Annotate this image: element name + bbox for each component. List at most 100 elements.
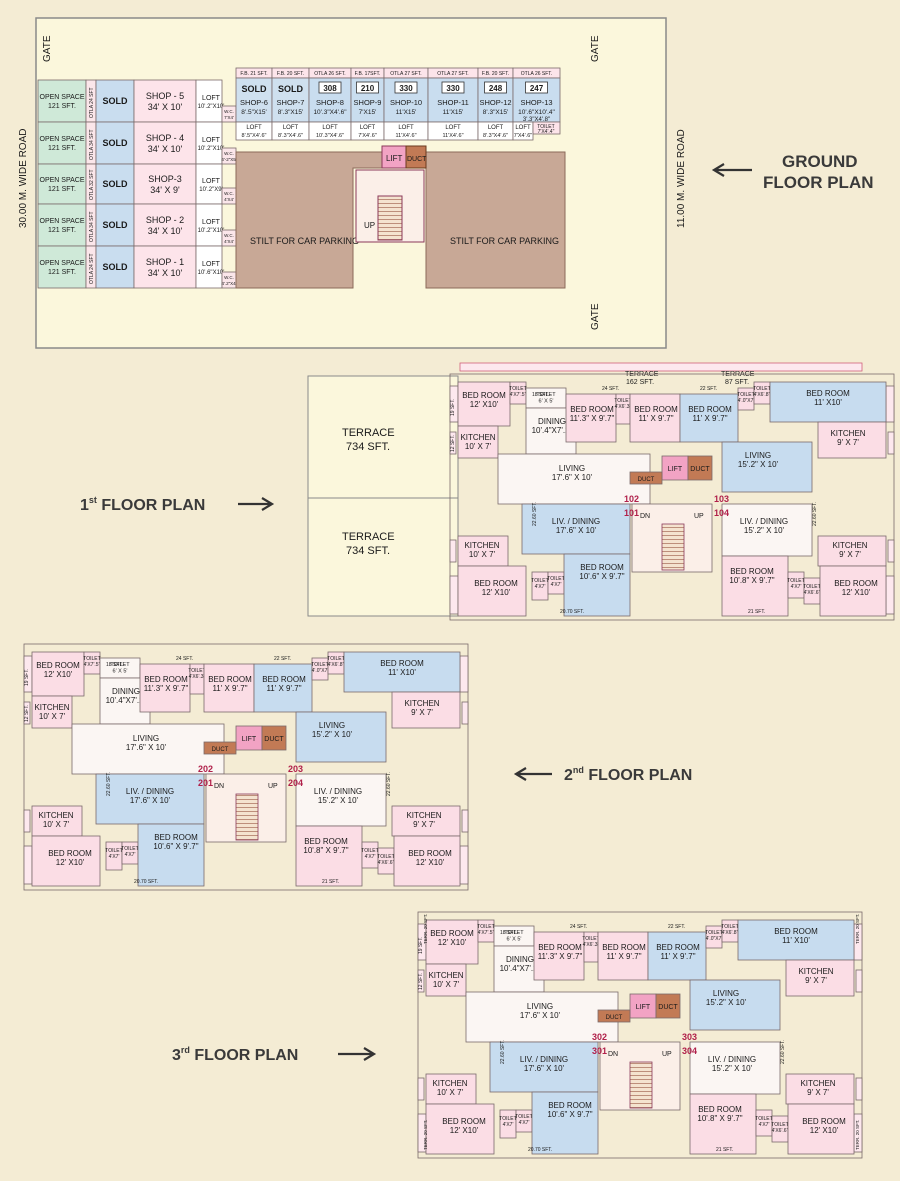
toilet-tr2-title: TOILET	[721, 924, 738, 930]
toilet-tr2-title: TOILET	[327, 656, 344, 662]
gate-label-se: GATE	[590, 303, 601, 330]
bedroom	[647, 931, 707, 981]
shop-name: SHOP-8	[316, 98, 344, 107]
shop-block	[133, 121, 197, 165]
loft-size: 8'.3"X4'.6"	[483, 133, 508, 139]
kitchen-tl-title: KITCHEN	[428, 971, 463, 980]
toilet-b-size: 4'X7'	[503, 1122, 514, 1128]
kitchen-br-title: KITCHEN	[406, 811, 441, 820]
loft-label: LOFT	[515, 125, 531, 131]
price-badge-label: 308	[323, 84, 337, 93]
kitchen-br-title: KITCHEN	[832, 541, 867, 550]
kitchen-br-size: 9' X 7'	[807, 1088, 829, 1097]
bedroom	[253, 663, 313, 713]
toilet-tl-size: 4'X7'.5"	[478, 930, 495, 936]
toilet-b2-title: TOILET	[515, 1114, 532, 1120]
bedroom-tm2-title: BED ROOM	[208, 675, 252, 684]
balcony-area: 24 SFT.	[570, 924, 587, 930]
bedroom-bm-title: BED ROOM	[154, 833, 198, 842]
price-badge	[356, 81, 379, 94]
kitchen-tr-title: KITCHEN	[830, 429, 865, 438]
balcony-area: 12 SFT.	[418, 973, 424, 990]
sold-badge: SOLD	[278, 84, 304, 94]
toilet-tm-title: TOILET	[582, 936, 599, 942]
bedroom-br-title: BED ROOM	[802, 1117, 846, 1126]
duct	[655, 993, 681, 1019]
shop-size: 34' X 10'	[148, 226, 183, 236]
terrace-area: TERR. 20 SFT.	[855, 914, 860, 944]
open-space-label: OPEN SPACE	[40, 94, 85, 101]
toilet-b2-size: 4'X7'	[551, 582, 562, 588]
living	[295, 711, 387, 763]
loft-block	[195, 245, 223, 289]
wc-label: W.C.	[224, 275, 234, 280]
bedroom	[679, 393, 739, 443]
sold-badge: SOLD	[102, 262, 128, 272]
balcony-area: 19 SFT.	[450, 399, 456, 416]
toilet-b3-size: 4'X7'	[365, 854, 376, 860]
sold-cell	[95, 163, 135, 205]
loft-size: 7'X4'.6"	[514, 133, 532, 139]
balcony-area: 19 SFT.	[24, 669, 30, 686]
unit-number: 103	[714, 494, 729, 504]
living-r-title: LIVING	[745, 451, 771, 460]
bedroom-tr-size: 11' X10'	[388, 668, 416, 677]
wc-size: 4'-2"X5'	[221, 157, 236, 162]
kitchen	[425, 1073, 477, 1105]
loft-label: LOFT	[360, 125, 376, 131]
living-r-size: 15'.2" X 10'	[738, 460, 779, 469]
dn-label: DN	[640, 513, 650, 520]
dining-size: 10'.4"X7'.2"	[106, 696, 147, 705]
bedroom-tl-title: BED ROOM	[430, 929, 474, 938]
bedroom-tm3-size: 11' X 9'.7"	[692, 414, 727, 423]
bedroom-tr-title: BED ROOM	[806, 389, 850, 398]
loft-label: LOFT	[202, 219, 221, 226]
toilet-b4-title: TOILET	[377, 854, 394, 860]
bedroom-bl-size: 12' X10'	[482, 588, 511, 597]
bedroom-bm2-size: 10'.8" X 9'.7"	[303, 846, 348, 855]
duct-label: DUCT	[264, 736, 284, 743]
living-r-size: 15'.2" X 10'	[312, 730, 353, 739]
otla-label: OTLA 24 SFT	[89, 253, 95, 284]
kitchen-bl-size: 10' X 7'	[469, 550, 496, 559]
living-dining	[689, 1041, 781, 1095]
kitchen	[31, 805, 83, 837]
open-space-area: 121 SFT.	[48, 145, 76, 152]
sold-badge: SOLD	[102, 179, 128, 189]
balcony-strip	[887, 539, 895, 563]
loft-size: 11'X4'.6"	[395, 133, 416, 139]
shop-size: 34' X 10'	[148, 102, 183, 112]
dn-label: DN	[608, 1051, 618, 1058]
livdin-l-size: 17'.6" X 10'	[556, 526, 597, 535]
bedroom-tl-title: BED ROOM	[462, 391, 506, 400]
lift	[629, 993, 657, 1019]
price-badge-label: 248	[489, 84, 503, 93]
loft-label: LOFT	[202, 137, 221, 144]
bedroom	[457, 565, 527, 617]
kitchen-tr-size: 9' X 7'	[837, 438, 859, 447]
balcony-area: 22.60 SFT.	[500, 1040, 506, 1064]
terrace-outline	[307, 375, 459, 617]
loft-size: 10'.2"X10'	[198, 104, 225, 110]
unit-number: 203	[288, 764, 303, 774]
bedroom-tm3-title: BED ROOM	[656, 943, 700, 952]
shop-name: SHOP - 2	[146, 215, 184, 225]
bedroom	[629, 393, 681, 443]
toilet-tl-size: 4'X7'.5"	[510, 392, 527, 398]
balcony-strip	[461, 809, 469, 833]
balcony-area: 22 SFT.	[274, 656, 291, 662]
unit-number: 303	[682, 1032, 697, 1042]
living-r-title: LIVING	[319, 721, 345, 730]
stilt-label-right: STILT FOR CAR PARKING	[450, 236, 559, 246]
kitchen	[391, 691, 461, 729]
balcony-strip	[885, 385, 895, 423]
balcony-area: 18 SFT.	[106, 662, 123, 668]
bedroom-tr-size: 11' X10'	[814, 398, 842, 407]
unit-number: 304	[682, 1046, 697, 1056]
kitchen-bl-title: KITCHEN	[432, 1079, 467, 1088]
living	[689, 979, 781, 1031]
kitchen-br-title: KITCHEN	[800, 1079, 835, 1088]
loft-size: 8'.5"X4'.6"	[242, 133, 267, 139]
bedroom-bm2-size: 10'.8" X 9'.7"	[729, 576, 774, 585]
